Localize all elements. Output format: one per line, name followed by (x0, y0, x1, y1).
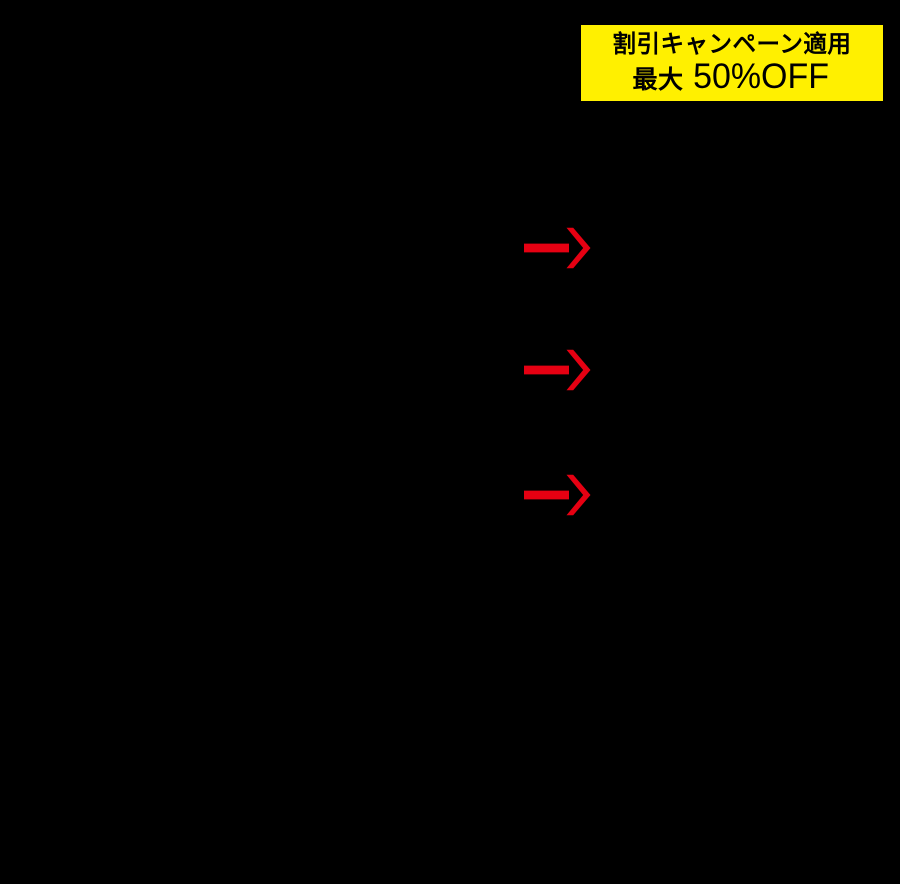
badge-discount-line: 最大 50%OFF (632, 59, 831, 94)
arrow-right-icon-2 (522, 348, 592, 392)
discount-campaign-badge: 割引キャンペーン適用 最大 50%OFF (581, 25, 883, 101)
badge-campaign-label: 割引キャンペーン適用 (612, 30, 852, 58)
badge-discount-prefix: 最大 (632, 65, 684, 94)
arrow-right-icon-3 (522, 473, 592, 517)
arrow-right-icon-1 (522, 226, 592, 270)
badge-discount-value: 50%OFF (693, 56, 830, 96)
